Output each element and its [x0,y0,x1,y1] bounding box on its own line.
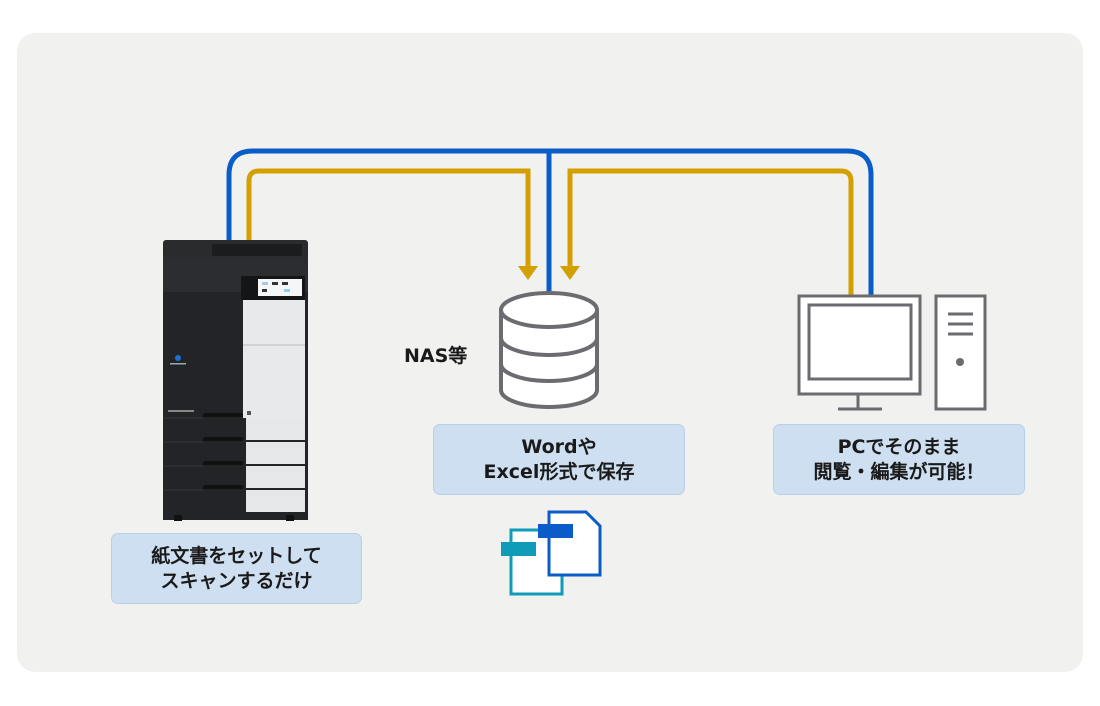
document-files-icon [501,510,602,596]
arrowhead-pc-to-nas [560,266,580,280]
flow-arrow-printer-to-nas [246,168,531,266]
pc-caption-line1: PCでそのまま [837,435,961,458]
arrowhead-printer-to-nas [518,266,538,280]
nas-caption: Wordや Excel形式で保存 [433,424,685,495]
desktop-pc-icon [797,294,987,411]
nas-label: NAS等 [404,345,468,367]
pc-caption-line2: 閲覧・編集が可能！ [813,460,985,483]
printer-caption-line1: 紙文書をセットして [151,544,322,567]
multifunction-printer-icon [163,240,308,521]
flow-arrow-pc-to-nas [567,168,854,296]
nas-caption-line1: Wordや [521,435,597,458]
printer-caption: 紙文書をセットして スキャンするだけ [111,533,362,604]
pc-caption: PCでそのまま 閲覧・編集が可能！ [773,424,1025,495]
nas-database-icon [499,291,599,409]
printer-caption-line2: スキャンするだけ [160,569,313,592]
nas-caption-line2: Excel形式で保存 [483,460,635,483]
